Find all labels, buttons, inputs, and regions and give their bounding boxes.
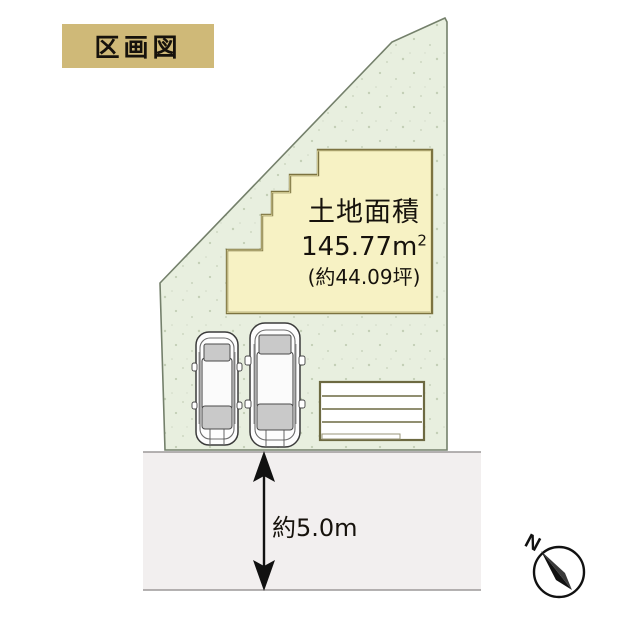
- compass-north-indicator: [532, 545, 586, 599]
- road-width-dimension-arrow: [253, 451, 275, 591]
- entrance-steps: [318, 380, 426, 442]
- page-title: 区画図: [62, 24, 214, 68]
- road-width-label: 約5.0m: [272, 514, 358, 542]
- building-footprint: [225, 148, 434, 315]
- road-band: [143, 451, 481, 591]
- car-top-view-right: [244, 322, 306, 448]
- car-top-view-left: [191, 331, 243, 446]
